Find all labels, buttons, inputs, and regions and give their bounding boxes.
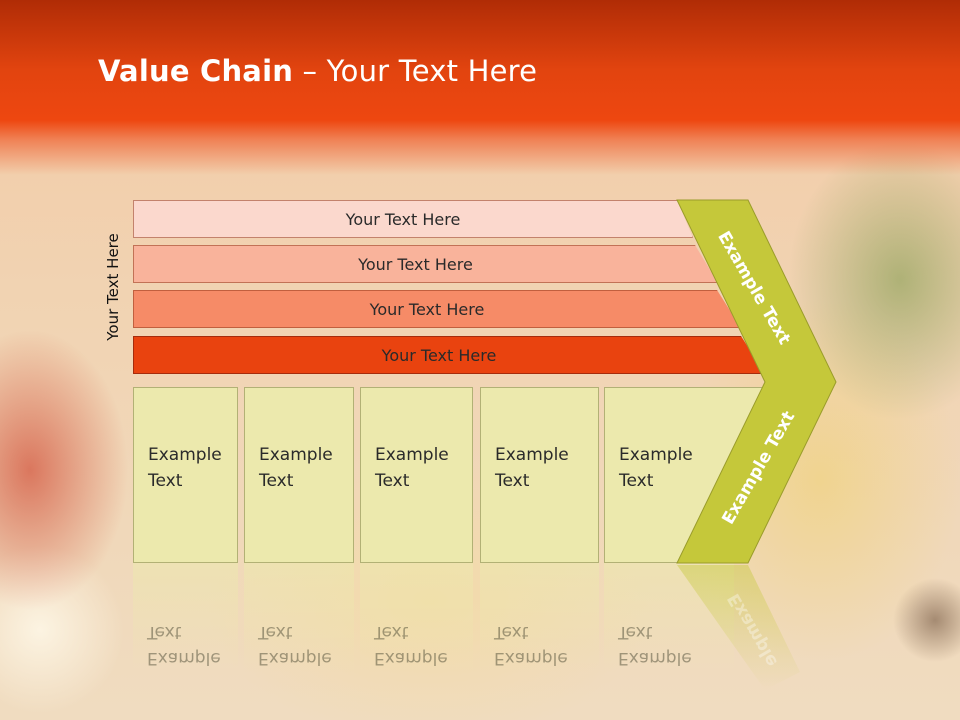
support-bar-1-label: Your Text Here (345, 209, 461, 229)
title-rest: – Your Text Here (293, 54, 538, 88)
support-bar-2: Your Text Here (133, 245, 718, 283)
box-3-line2: Text (375, 471, 410, 491)
slide-title: Value Chain – Your Text Here (98, 54, 537, 88)
box-5-line2: Text (619, 471, 654, 491)
box-2-line1: Example (259, 445, 333, 465)
support-bar-1: Your Text Here (133, 200, 693, 238)
box-1-line2: Text (148, 471, 183, 491)
box-2-line2: Text (259, 471, 294, 491)
title-bold: Value Chain (98, 54, 294, 88)
header-band (0, 0, 960, 175)
support-bar-2-label: Your Text Here (358, 254, 473, 274)
side-label-text: Your Text Here (104, 233, 122, 341)
support-bar-4-label: Your Text Here (381, 345, 497, 365)
box-1-line1: Example (148, 445, 222, 465)
support-bar-3-label: Your Text Here (369, 299, 485, 319)
box-4-line2: Text (495, 471, 530, 491)
box-3-line1: Example (375, 445, 449, 465)
box-5-line1: Example (619, 445, 693, 465)
box-4-line1: Example (495, 445, 569, 465)
support-bar-4: Your Text Here (133, 336, 765, 374)
support-bar-3: Your Text Here (133, 290, 741, 328)
